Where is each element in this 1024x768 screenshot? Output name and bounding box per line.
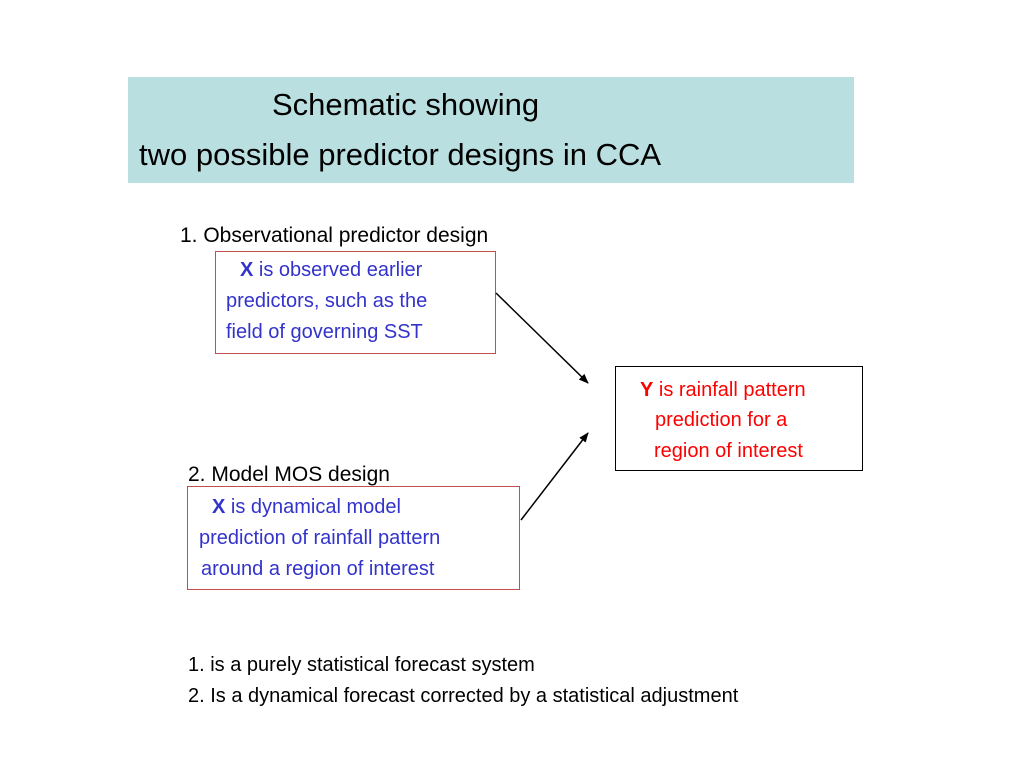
predictand-line-1: Y is rainfall pattern [640,378,806,402]
predictand-line-3: region of interest [654,440,803,462]
design2-line-1: X is dynamical model [212,495,401,519]
design2-symbol: X [212,496,226,518]
title-line-1: Schematic showing [272,87,540,122]
predictand-symbol: Y [640,379,654,401]
arrow-design2-to-predictand [520,432,589,521]
design2-line-3: around a region of interest [201,558,435,580]
design1-line-1: X is observed earlier [240,258,422,282]
design1-heading: 1. Observational predictor design [180,224,489,247]
note-2: 2. Is a dynamical forecast corrected by … [188,685,739,707]
arrow-design1-to-predictand [495,292,589,384]
design2-line-1-text: is dynamical model [225,496,401,518]
predictand-box: Y is rainfall pattern prediction for a r… [615,366,863,471]
predictand-line-1-text: is rainfall pattern [653,379,806,401]
design2-heading: 2. Model MOS design [188,463,390,486]
title-line-2: two possible predictor designs in CCA [139,137,662,172]
design1-box: X is observed earlier predictors, such a… [215,251,496,354]
design2-box: X is dynamical model prediction of rainf… [187,486,520,590]
note-1: 1. is a purely statistical forecast syst… [188,654,535,676]
design2-line-2: prediction of rainfall pattern [199,527,441,549]
design1-line-3: field of governing SST [226,321,423,343]
title-banner: Schematic showing two possible predictor… [128,77,854,183]
design1-symbol: X [240,259,254,281]
design1-line-2: predictors, such as the [226,290,428,312]
predictand-line-2: prediction for a [655,409,788,431]
design1-line-1-text: is observed earlier [253,259,423,281]
